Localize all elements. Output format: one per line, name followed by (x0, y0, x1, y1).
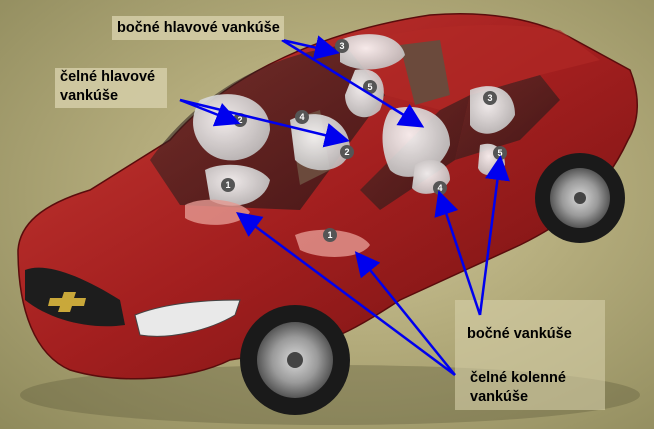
marker-4a: 4 (295, 110, 309, 124)
side-head-label-bg (112, 16, 284, 40)
svg-text:1: 1 (327, 230, 332, 240)
knee-airbags-label-line2: vankúše (470, 389, 529, 405)
front-head-airbags-label-line2: vankúše (60, 88, 119, 104)
svg-text:5: 5 (497, 148, 502, 158)
rear-wheel (535, 153, 625, 243)
svg-text:2: 2 (344, 147, 349, 157)
knee-airbags-label-line1: čelné kolenné (470, 370, 566, 386)
label-panel (455, 300, 605, 410)
airbags (193, 34, 515, 206)
svg-text:3: 3 (487, 93, 492, 103)
marker-5a: 5 (363, 80, 377, 94)
svg-text:4: 4 (299, 112, 304, 122)
marker-1b: 1 (323, 228, 337, 242)
side-airbags-label: bočné vankúše (467, 326, 572, 342)
marker-3a: 3 (335, 39, 349, 53)
marker-1a: 1 (221, 178, 235, 192)
pointer-arrows (179, 35, 510, 377)
front-head-label-bg (55, 68, 167, 108)
marker-2b: 2 (340, 145, 354, 159)
svg-text:3: 3 (339, 41, 344, 51)
marker-4b: 4 (433, 181, 447, 195)
grille (25, 267, 125, 327)
marker-5b: 5 (493, 146, 507, 160)
svg-text:5: 5 (367, 82, 372, 92)
front-wheel (240, 305, 350, 415)
headlight (134, 299, 241, 337)
knee-airbags (185, 199, 370, 257)
svg-text:2: 2 (237, 115, 242, 125)
front-head-airbags-label-line1: čelné hlavové (60, 69, 156, 85)
rear-seat (400, 40, 450, 105)
svg-text:1: 1 (225, 180, 230, 190)
marker-3b: 3 (483, 91, 497, 105)
svg-text:4: 4 (437, 183, 442, 193)
chevrolet-emblem (48, 292, 86, 312)
side-head-airbags-label: bočné hlavové vankúše (117, 20, 280, 36)
